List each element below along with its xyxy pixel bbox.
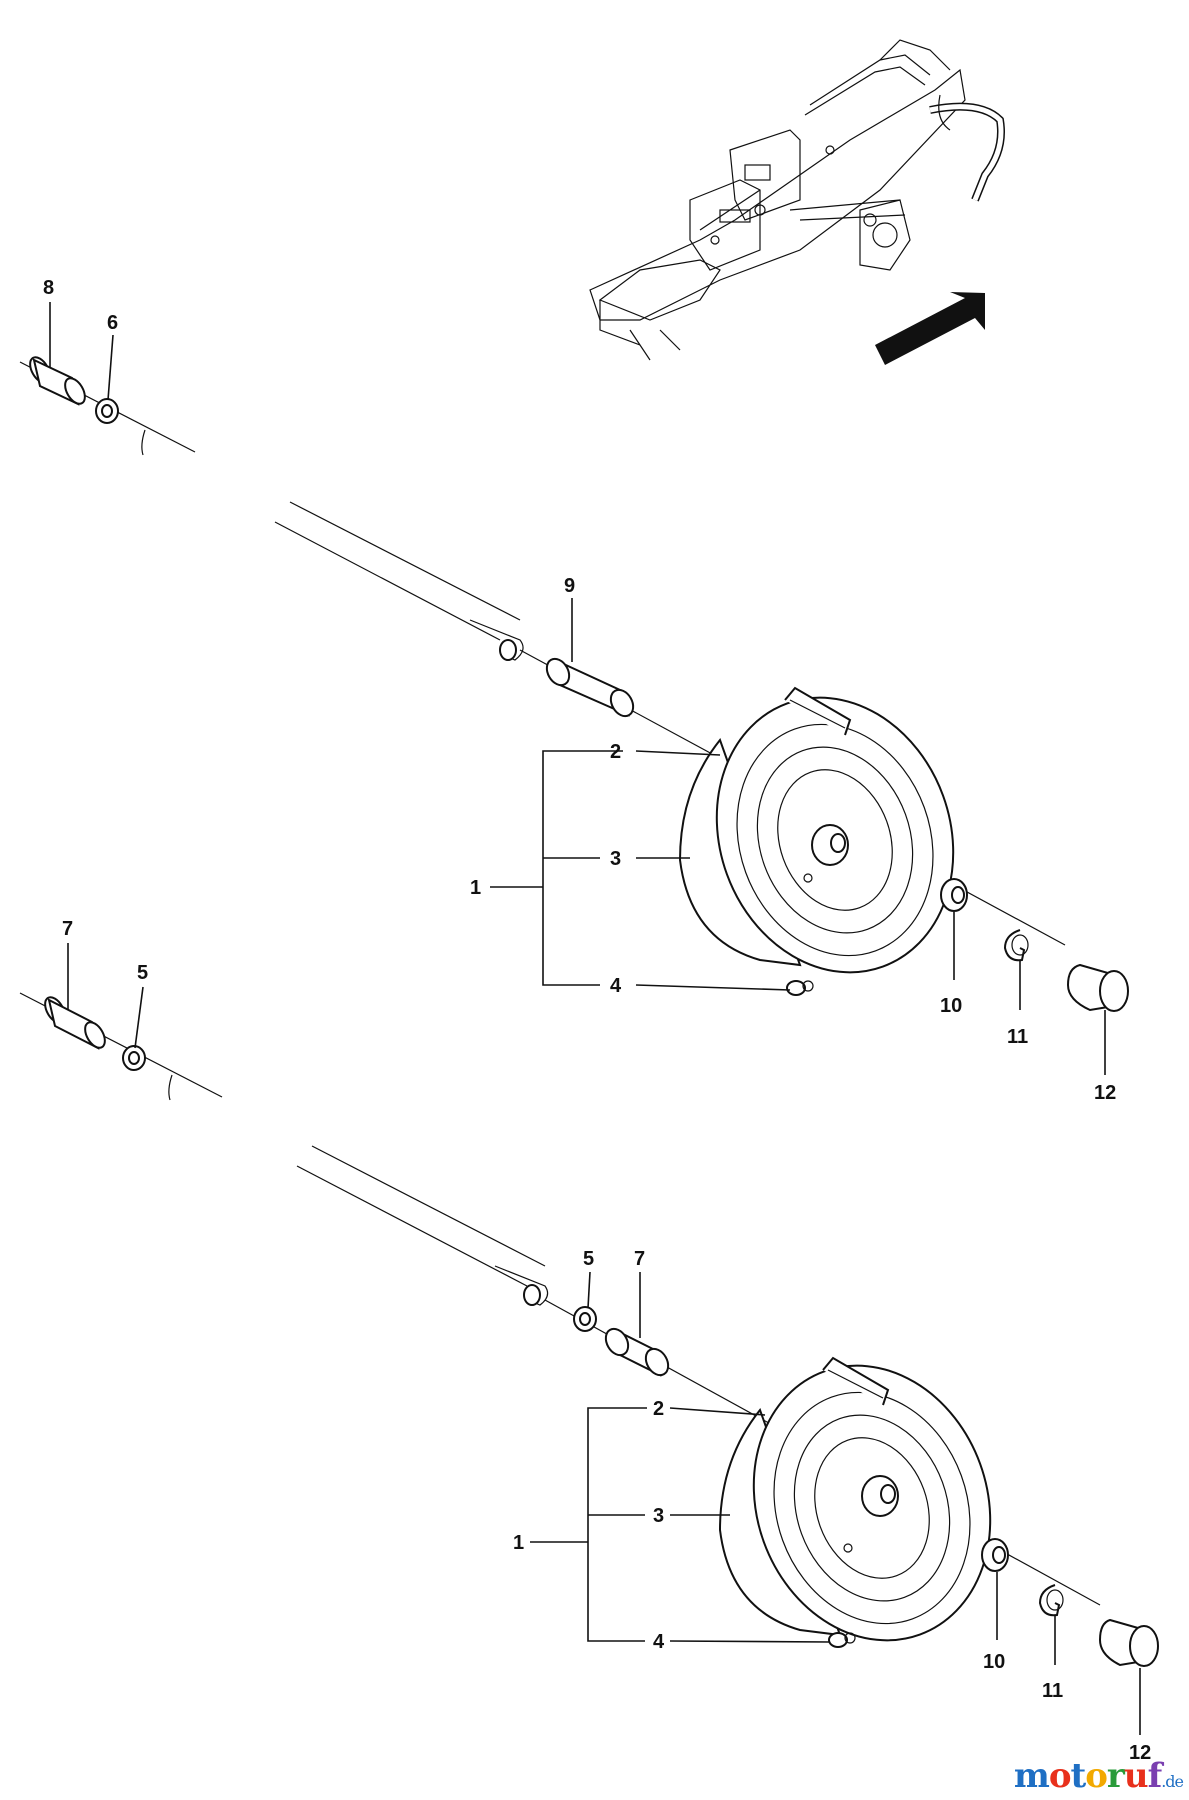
callout-6-upper: 6	[107, 312, 118, 334]
chassis-frame-illustration	[589, 39, 1005, 365]
callout-1-lower: 1	[513, 1532, 524, 1554]
axle-rod-upper	[274, 501, 524, 661]
watermark-letter: u	[1123, 1756, 1149, 1796]
direction-arrow	[875, 292, 985, 365]
cap-12-upper	[1066, 963, 1129, 1012]
bushing-7-lower-right	[604, 1327, 670, 1377]
callout-7-lower-left: 7	[62, 918, 73, 940]
valve-stem-4-lower	[828, 1632, 856, 1648]
clip-11-upper	[1003, 929, 1029, 962]
washer-5-lower-right	[573, 1306, 597, 1332]
cap-12-lower	[1098, 1618, 1159, 1667]
watermark-suffix: .de	[1161, 1772, 1184, 1791]
upper-assembly: 8 6 9 2 3 1 4 10 11 12	[19, 277, 1129, 1104]
washer-5-lower-left	[122, 1045, 146, 1071]
watermark-letter: f	[1147, 1756, 1163, 1796]
watermark-letter: o	[1048, 1756, 1072, 1796]
callout-4-lower: 4	[653, 1631, 665, 1653]
watermark-letter: r	[1106, 1756, 1125, 1796]
callout-9: 9	[564, 575, 575, 597]
washer-6-upper	[95, 398, 119, 424]
callout-8-upper: 8	[43, 277, 54, 299]
lower-assembly: 7 5 5 7 2 3 1 4 10 11 12	[19, 918, 1159, 1764]
callout-5-lower-left: 5	[137, 962, 148, 984]
callout-3-upper: 3	[610, 848, 621, 870]
clip-11-lower	[1038, 1584, 1064, 1617]
watermark-letter: m	[1013, 1756, 1050, 1796]
bushing-8-upper	[29, 356, 86, 406]
axle-rod-lower	[296, 1145, 549, 1306]
callout-12-lower: 12	[1129, 1742, 1151, 1764]
callout-11-lower: 11	[1042, 1680, 1063, 1702]
callout-7-lower-right: 7	[634, 1248, 645, 1270]
callout-5-lower-right: 5	[583, 1248, 594, 1270]
callout-1-upper: 1	[470, 877, 481, 899]
callout-12-upper: 12	[1094, 1082, 1116, 1104]
callout-10-lower: 10	[983, 1651, 1005, 1673]
watermark-letter: t	[1070, 1756, 1087, 1796]
bushing-7-lower-left	[44, 996, 106, 1050]
callout-2-upper: 2	[610, 741, 621, 763]
washer-10-upper	[940, 878, 968, 912]
watermark-letters: motoruf	[1013, 1756, 1163, 1796]
wheel-upper	[678, 686, 955, 974]
watermark-letter: o	[1085, 1756, 1108, 1796]
callout-3-lower: 3	[653, 1505, 664, 1527]
motoruf-watermark-logo: motoruf.de	[1013, 1756, 1184, 1796]
callout-4-upper: 4	[610, 975, 622, 997]
callout-11-upper: 11	[1007, 1026, 1028, 1048]
bushing-9	[545, 657, 635, 718]
washer-10-lower	[981, 1538, 1009, 1572]
wheel-lower	[718, 1356, 992, 1642]
callout-2-lower: 2	[653, 1398, 664, 1420]
valve-stem-4-upper	[786, 980, 814, 996]
callout-10-upper: 10	[940, 995, 962, 1017]
